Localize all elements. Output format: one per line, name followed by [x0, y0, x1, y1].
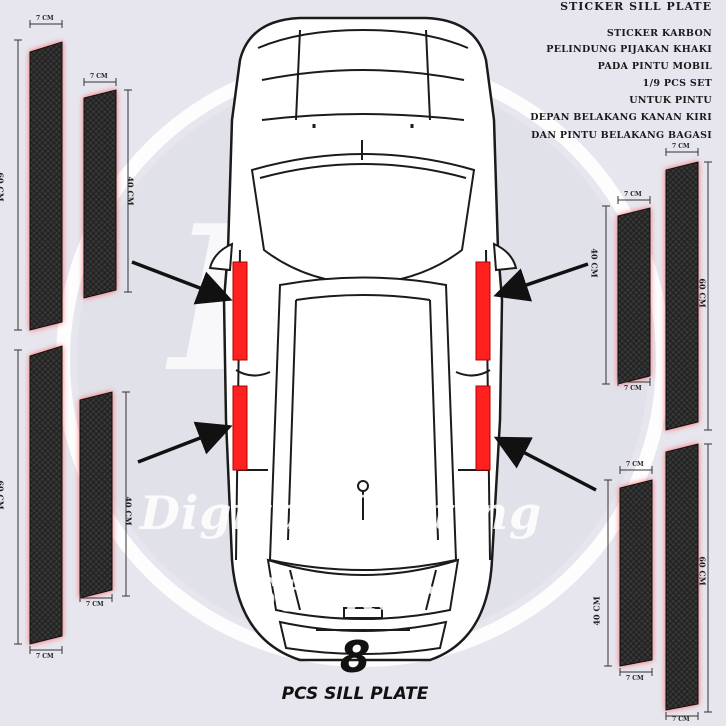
header-line-2: PELINDUNG PIJAKAN KHAKI	[546, 44, 712, 55]
dim-label-length-60: 60 CM	[0, 172, 6, 202]
watermark-line1: Digital Cutting	[140, 486, 543, 540]
header-line-5: UNTUK PINTU	[629, 95, 712, 106]
dim-label-length-60: 60 CM	[697, 556, 708, 586]
sticker-rear-right-60	[665, 443, 699, 711]
header-line-1: STICKER KARBON	[606, 28, 712, 39]
car-top-view	[208, 16, 518, 662]
header-line-4: 1/9 PCS SET	[642, 78, 712, 89]
dim-label-width: 7 CM	[672, 716, 690, 723]
dim-label-width: 7 CM	[86, 601, 104, 608]
sticker-front-left-60	[29, 41, 63, 331]
dim-label-width: 7 CM	[672, 143, 690, 150]
arrows	[131, 260, 597, 492]
dim-label-width: 7 CM	[624, 191, 642, 198]
dim-label-length-40: 40 CM	[125, 176, 136, 206]
dim-label-width: 7 CM	[626, 461, 644, 468]
dim-label-length-40: 40 CM	[591, 596, 602, 626]
caption: PCS SILL PLATE	[281, 684, 429, 704]
piece-count: 8	[339, 632, 371, 683]
dim-label-width: 7 CM	[626, 675, 644, 682]
header-title: STICKER SILL PLATE	[560, 0, 712, 13]
dim-label-width: 7 CM	[90, 73, 108, 80]
sill-highlights	[232, 261, 491, 471]
dim-label-length-60: 60 CM	[697, 278, 708, 308]
sticker-front-right-60	[665, 161, 699, 431]
sticker-front-left-40	[83, 89, 117, 299]
sticker-rear-left-40	[79, 391, 113, 599]
dim-label-width: 7 CM	[624, 385, 642, 392]
dim-label-length-40: 40 CM	[589, 248, 600, 278]
dim-label-length-40: 40 CM	[123, 496, 134, 526]
dim-label-width: 7 CM	[36, 653, 54, 660]
dim-label-length-60: 60 CM	[0, 480, 6, 510]
header-line-7: DAN PINTU BELAKANG BAGASI	[531, 130, 712, 141]
dimension-lines	[14, 20, 712, 720]
sticker-front-right-40	[617, 207, 651, 385]
watermark-line2: Sticker	[245, 568, 431, 622]
dim-label-width: 7 CM	[36, 15, 54, 22]
sticker-rear-left-60	[29, 345, 63, 645]
header-line-6: DEPAN BELAKANG KANAN KIRI	[530, 112, 712, 123]
sticker-rear-right-40	[619, 479, 653, 667]
header-line-3: PADA PINTU MOBIL	[597, 61, 712, 72]
